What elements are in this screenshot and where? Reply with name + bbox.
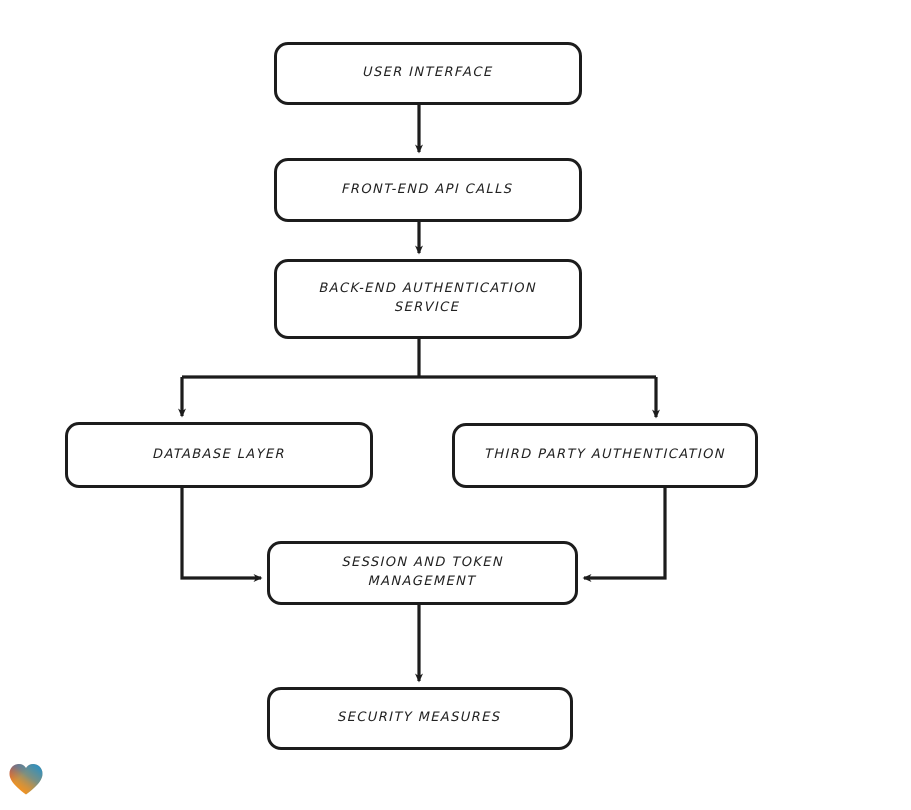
node-label-back-end-auth-service: Back-End Authentication Service	[319, 281, 538, 315]
edge-thirdparty-to-session	[582, 488, 667, 582]
edge-database-to-session	[180, 488, 263, 582]
node-front-end-api-calls[interactable]: Front-End API Calls	[274, 158, 582, 222]
node-database-layer[interactable]: Database Layer	[65, 422, 373, 488]
node-security-measures[interactable]: Security Measures	[267, 687, 573, 750]
node-session-token-management[interactable]: Session and Token Management	[267, 541, 578, 605]
node-label-database-layer: Database Layer	[152, 446, 286, 462]
node-label-front-end-api-calls: Front-End API Calls	[342, 181, 514, 197]
node-back-end-auth-service[interactable]: Back-End Authentication Service	[274, 259, 582, 339]
node-label-session-token-management: Session and Token Management	[341, 555, 504, 589]
node-label-security-measures: Security Measures	[338, 710, 502, 726]
node-user-interface[interactable]: User Interface	[274, 42, 582, 105]
node-third-party-auth[interactable]: Third Party Authentication	[452, 423, 758, 488]
heart-logo-icon	[9, 764, 43, 795]
node-label-user-interface: User Interface	[362, 65, 494, 81]
node-label-third-party-auth: Third Party Authentication	[484, 447, 726, 463]
